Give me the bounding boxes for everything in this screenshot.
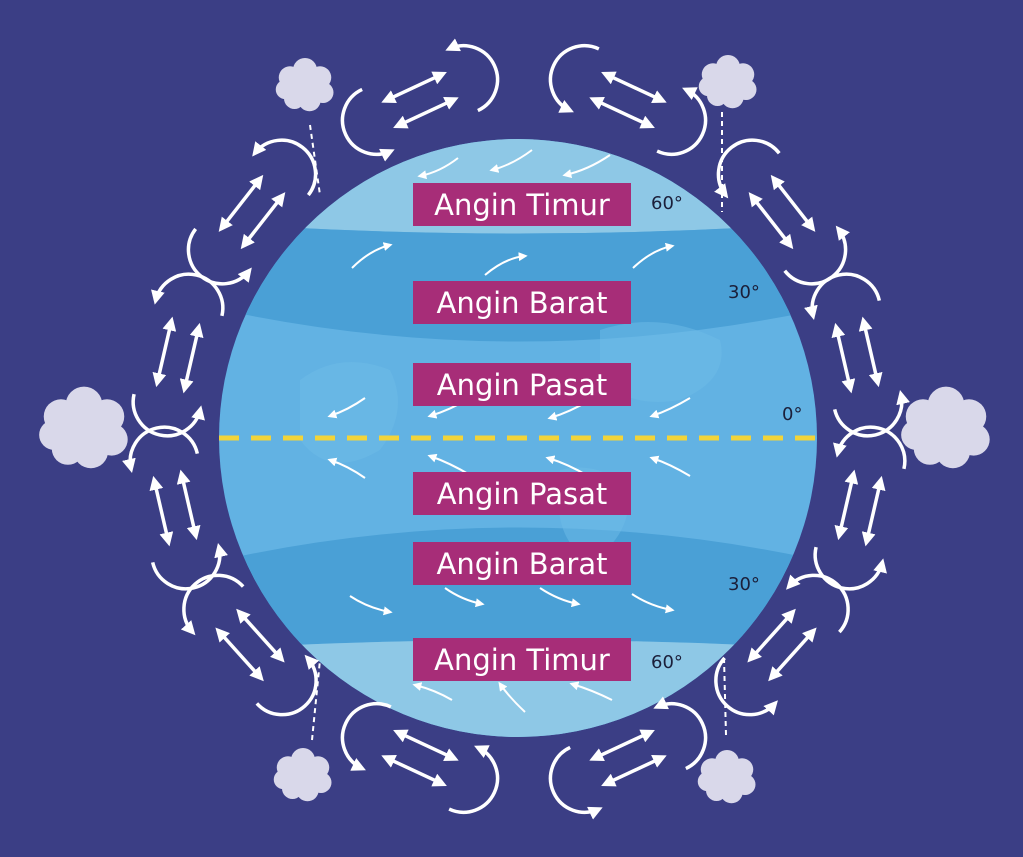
band-label-1: Angin Timur [413, 183, 631, 226]
svg-text:Angin Pasat: Angin Pasat [437, 477, 608, 511]
band-label-6: Angin Timur [413, 638, 631, 681]
cloud-icon [901, 386, 990, 469]
svg-text:Angin Barat: Angin Barat [436, 286, 607, 320]
band-label-2: Angin Barat [413, 281, 631, 324]
circulation-cell-arrow-icon [808, 420, 911, 595]
circulation-cell-arrow-icon [126, 267, 229, 442]
circulation-cell-arrow-icon [123, 420, 226, 595]
svg-text:Angin Timur: Angin Timur [434, 188, 610, 222]
latitude-label-n60: 60° [651, 193, 683, 214]
svg-text:Angin Barat: Angin Barat [436, 547, 607, 581]
latitude-label-n30: 30° [728, 282, 760, 303]
latitude-label-s60: 60° [651, 652, 683, 673]
latitude-label-equator: 0° [782, 404, 802, 425]
circulation-cell-arrow-icon [805, 267, 908, 442]
band-label-5: Angin Barat [413, 542, 631, 585]
cloud-icon [39, 386, 128, 469]
cloud-icon [697, 750, 756, 804]
band-label-4: Angin Pasat [413, 472, 631, 515]
cloud-icon [698, 55, 757, 109]
band-label-3: Angin Pasat [413, 363, 631, 406]
cloud-icon [275, 58, 334, 112]
south-westerly-band [219, 527, 817, 650]
cloud-icon [273, 748, 332, 802]
latitude-label-s30: 30° [728, 574, 760, 595]
svg-text:Angin Timur: Angin Timur [434, 643, 610, 677]
svg-text:Angin Pasat: Angin Pasat [437, 368, 608, 402]
